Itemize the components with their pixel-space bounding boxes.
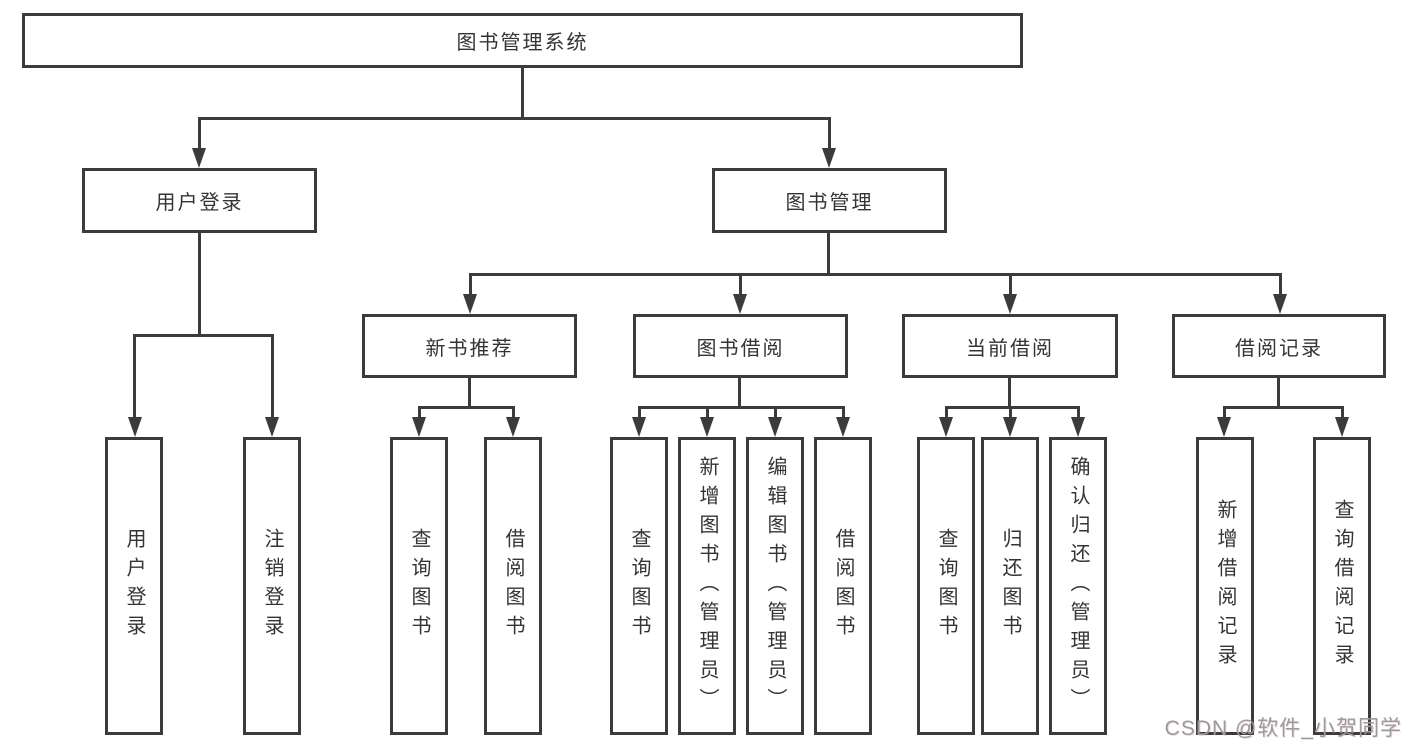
node-borrow-records: 借阅记录 (1172, 314, 1386, 378)
leaf-bor-edit-books-admin: 编辑图书（管理员） (746, 437, 804, 735)
node-new-book-recommend: 新书推荐 (362, 314, 577, 378)
leaf-rcd-add-record: 新增借阅记录 (1196, 437, 1254, 735)
edge-to-bor-query (638, 406, 641, 419)
arrow-to-cur-confirm (1071, 417, 1085, 437)
edge-to-borrow-records (1279, 273, 1282, 296)
edge-to-rcd-add (1223, 406, 1226, 419)
leaf-logout: 注销登录 (243, 437, 301, 735)
edge-to-bor-borrow (842, 406, 845, 419)
edge-to-book-management (828, 117, 831, 150)
arrow-to-current-borrow (1003, 294, 1017, 314)
edge-to-rec-query (418, 406, 421, 419)
edge-book-management-split (469, 273, 1281, 276)
leaf-rec-query-books-label: 查询图书 (408, 528, 430, 644)
leaf-bor-add-books-admin-label: 新增图书（管理员） (696, 455, 718, 717)
arrow-to-cur-return (1003, 417, 1017, 437)
arrow-to-bor-borrow (836, 417, 850, 437)
edge-to-rec-borrow (512, 406, 515, 419)
leaf-rcd-query-record-label: 查询借阅记录 (1331, 499, 1353, 673)
leaf-cur-query-books-label: 查询图书 (935, 528, 957, 644)
arrow-to-logout-leaf (265, 417, 279, 437)
edge-to-book-borrow (739, 273, 742, 296)
leaf-cur-return-books: 归还图书 (981, 437, 1039, 735)
leaf-cur-return-books-label: 归还图书 (999, 528, 1021, 644)
arrow-to-cur-query (939, 417, 953, 437)
arrow-to-bor-query (632, 417, 646, 437)
arrow-to-rcd-add (1217, 417, 1231, 437)
node-book-borrow: 图书借阅 (633, 314, 848, 378)
edge-to-rcd-query (1341, 406, 1344, 419)
edge-to-bor-add (706, 406, 709, 419)
edge-book-management-stem (827, 233, 830, 275)
node-book-borrow-label: 图书借阅 (696, 337, 785, 360)
node-current-borrow-label: 当前借阅 (966, 337, 1054, 360)
leaf-bor-edit-books-admin-label: 编辑图书（管理员） (764, 455, 786, 717)
arrow-to-bor-edit (768, 417, 782, 437)
leaf-bor-query-books-label: 查询图书 (628, 528, 650, 644)
node-current-borrow: 当前借阅 (902, 314, 1118, 378)
edge-to-bor-edit (774, 406, 777, 419)
edge-borrow-split (638, 406, 845, 409)
leaf-rec-borrow-books-label: 借阅图书 (502, 528, 524, 644)
leaf-bor-borrow-books-label: 借阅图书 (832, 528, 854, 644)
node-root-label: 图书管理系统 (456, 32, 589, 54)
leaf-cur-query-books: 查询图书 (917, 437, 975, 735)
arrow-to-bor-add (700, 417, 714, 437)
leaf-rcd-query-record: 查询借阅记录 (1313, 437, 1371, 735)
leaf-cur-confirm-return-admin: 确认归还（管理员） (1049, 437, 1107, 735)
edge-recommend-split (418, 406, 515, 409)
leaf-user-login: 用户登录 (105, 437, 163, 735)
edge-to-logout-leaf (271, 334, 274, 419)
edge-recommend-stem (468, 378, 471, 408)
arrow-to-new-book-recommend (463, 294, 477, 314)
node-root: 图书管理系统 (22, 13, 1023, 68)
leaf-bor-query-books: 查询图书 (610, 437, 668, 735)
arrow-to-book-borrow (733, 294, 747, 314)
leaf-bor-add-books-admin: 新增图书（管理员） (678, 437, 736, 735)
edge-to-new-book-recommend (469, 273, 472, 296)
edge-to-user-login-leaf (133, 334, 136, 419)
leaf-user-login-label: 用户登录 (123, 528, 145, 644)
leaf-logout-label: 注销登录 (261, 528, 283, 644)
edge-user-login-stem (198, 233, 201, 336)
leaf-bor-borrow-books: 借阅图书 (814, 437, 872, 735)
node-user-login-label: 用户登录 (155, 192, 244, 214)
edge-current-split (945, 406, 1079, 409)
edge-records-stem (1277, 378, 1280, 408)
edge-borrow-stem (738, 378, 741, 408)
node-book-management: 图书管理 (712, 168, 947, 233)
edge-records-split (1223, 406, 1344, 409)
arrow-to-book-management (822, 148, 836, 168)
csdn-watermark: CSDN @软件_小贺同学 (1164, 717, 1402, 740)
arrow-to-rcd-query (1335, 417, 1349, 437)
edge-to-cur-confirm (1077, 406, 1080, 419)
edge-to-cur-query (945, 406, 948, 419)
arrow-to-rec-query (412, 417, 426, 437)
arrow-to-borrow-records (1273, 294, 1287, 314)
leaf-rcd-add-record-label: 新增借阅记录 (1214, 499, 1236, 673)
node-borrow-records-label: 借阅记录 (1235, 337, 1323, 360)
node-user-login: 用户登录 (82, 168, 317, 233)
leaf-rec-query-books: 查询图书 (390, 437, 448, 735)
edge-to-current-borrow (1009, 273, 1012, 296)
edge-root-stem (521, 68, 524, 119)
leaf-cur-confirm-return-admin-label: 确认归还（管理员） (1067, 455, 1089, 717)
node-new-book-recommend-label: 新书推荐 (425, 337, 514, 360)
arrow-to-user-login (192, 148, 206, 168)
leaf-rec-borrow-books: 借阅图书 (484, 437, 542, 735)
arrow-to-user-login-leaf (128, 417, 142, 437)
arrow-to-rec-borrow (506, 417, 520, 437)
edge-to-user-login (198, 117, 201, 150)
node-book-management-label: 图书管理 (785, 192, 874, 214)
edge-current-stem (1008, 378, 1011, 408)
edge-user-login-split (134, 334, 274, 337)
edge-to-cur-return (1009, 406, 1012, 419)
edge-root-split (198, 117, 831, 120)
